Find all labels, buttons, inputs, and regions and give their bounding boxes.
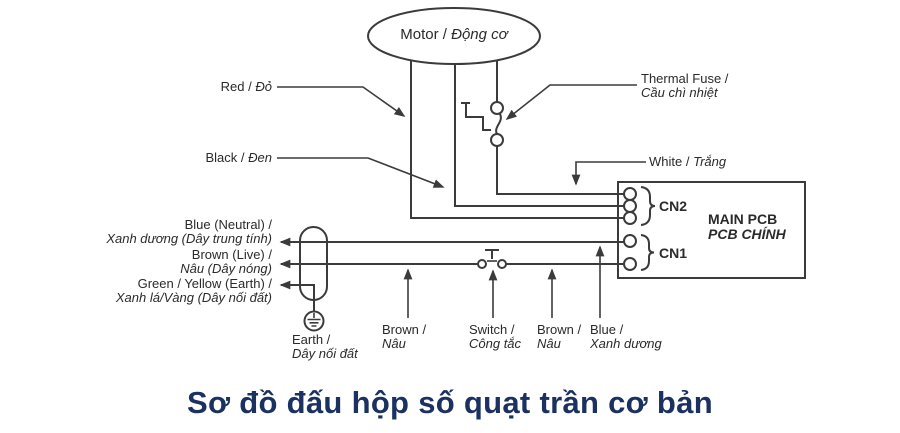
label-brown-live: Brown (Live) / Nâu (Dây nóng) xyxy=(180,248,272,276)
label-blue-bottom: Blue / Xanh dương xyxy=(590,323,662,351)
label-blue-neutral-en: Blue (Neutral) / xyxy=(184,217,272,232)
label-red: Red / Đỏ xyxy=(221,80,272,94)
label-brown-switch-left-vi: Nâu xyxy=(382,336,406,351)
label-black: Black / Đen xyxy=(206,151,273,165)
thermal-fuse-pointer-arrow xyxy=(505,84,637,121)
label-brown-live-en: Brown (Live) / xyxy=(191,247,272,262)
cn1-label: CN1 xyxy=(659,245,688,261)
label-earth: Earth / Dây nối đất xyxy=(292,333,358,361)
label-green-earth-en: Green / Yellow (Earth) / xyxy=(137,276,272,291)
label-white: White / Trắng xyxy=(649,155,726,169)
main-pcb-label-vi: PCB CHÍNH xyxy=(708,226,786,242)
label-brown-switch-right: Brown / Nâu xyxy=(537,323,581,351)
label-brown-switch-right-en: Brown / xyxy=(537,322,582,337)
label-earth-vi: Dây nối đất xyxy=(292,346,358,361)
main-pcb-label-en: MAIN PCB xyxy=(708,211,778,227)
label-red-vi: Đỏ xyxy=(255,79,272,94)
motor-label: Motor / Động cơ xyxy=(368,27,540,43)
cn2-label: CN2 xyxy=(659,198,688,214)
label-blue-bottom-en: Blue / xyxy=(590,322,624,337)
label-black-vi: Đen xyxy=(248,150,272,165)
motor-label-vi: Động cơ xyxy=(451,26,508,43)
label-black-en: Black / xyxy=(205,150,245,165)
label-green-earth-vi: Xanh lá/Vàng (Dây nối đất) xyxy=(115,290,272,305)
thermal-fuse-symbol xyxy=(461,101,504,147)
motor-ellipse xyxy=(367,7,541,65)
cn1-connector-pins xyxy=(623,234,655,271)
label-green-earth: Green / Yellow (Earth) / Xanh lá/Vàng (D… xyxy=(116,277,272,305)
main-pcb-label: MAIN PCB PCB CHÍNH xyxy=(708,212,786,242)
cn2-brace xyxy=(640,186,656,226)
label-brown-switch-left: Brown / Nâu xyxy=(382,323,426,351)
page-title: Sơ đồ đấu hộp số quạt trần cơ bản xyxy=(187,385,713,420)
cn1-brace xyxy=(640,234,655,271)
white-wire-lower xyxy=(496,146,624,195)
green-earth-wire xyxy=(279,280,315,311)
switch-symbol xyxy=(477,249,507,269)
red-wire xyxy=(410,40,624,219)
label-brown-live-vi: Nâu (Dây nóng) xyxy=(180,261,272,276)
label-thermal-fuse-en: Thermal Fuse / xyxy=(641,71,729,86)
label-thermal-fuse: Thermal Fuse / Cầu chì nhiệt xyxy=(641,72,728,100)
label-white-vi: Trắng xyxy=(693,154,727,169)
red-pointer-arrow xyxy=(277,86,406,117)
label-white-en: White / xyxy=(649,154,690,169)
label-switch: Switch / Công tắc xyxy=(469,323,521,351)
label-blue-neutral: Blue (Neutral) / Xanh dương (Dây trung t… xyxy=(106,218,272,246)
motor-label-en: Motor / xyxy=(400,26,447,43)
label-thermal-fuse-vi: Cầu chì nhiệt xyxy=(641,85,718,100)
cn2-connector-pins xyxy=(623,186,656,226)
black-pointer-arrow xyxy=(277,157,445,188)
label-blue-bottom-vi: Xanh dương xyxy=(590,336,662,351)
black-wire xyxy=(454,40,624,207)
label-brown-switch-right-vi: Nâu xyxy=(537,336,561,351)
label-red-en: Red / xyxy=(220,79,252,94)
white-pointer-arrow xyxy=(571,161,646,186)
label-earth-en: Earth / xyxy=(292,332,331,347)
label-switch-en: Switch / xyxy=(469,322,515,337)
label-brown-switch-left-en: Brown / xyxy=(382,322,427,337)
earth-symbol xyxy=(303,310,325,332)
label-blue-neutral-vi: Xanh dương (Dây trung tính) xyxy=(106,231,272,246)
label-switch-vi: Công tắc xyxy=(469,336,522,351)
